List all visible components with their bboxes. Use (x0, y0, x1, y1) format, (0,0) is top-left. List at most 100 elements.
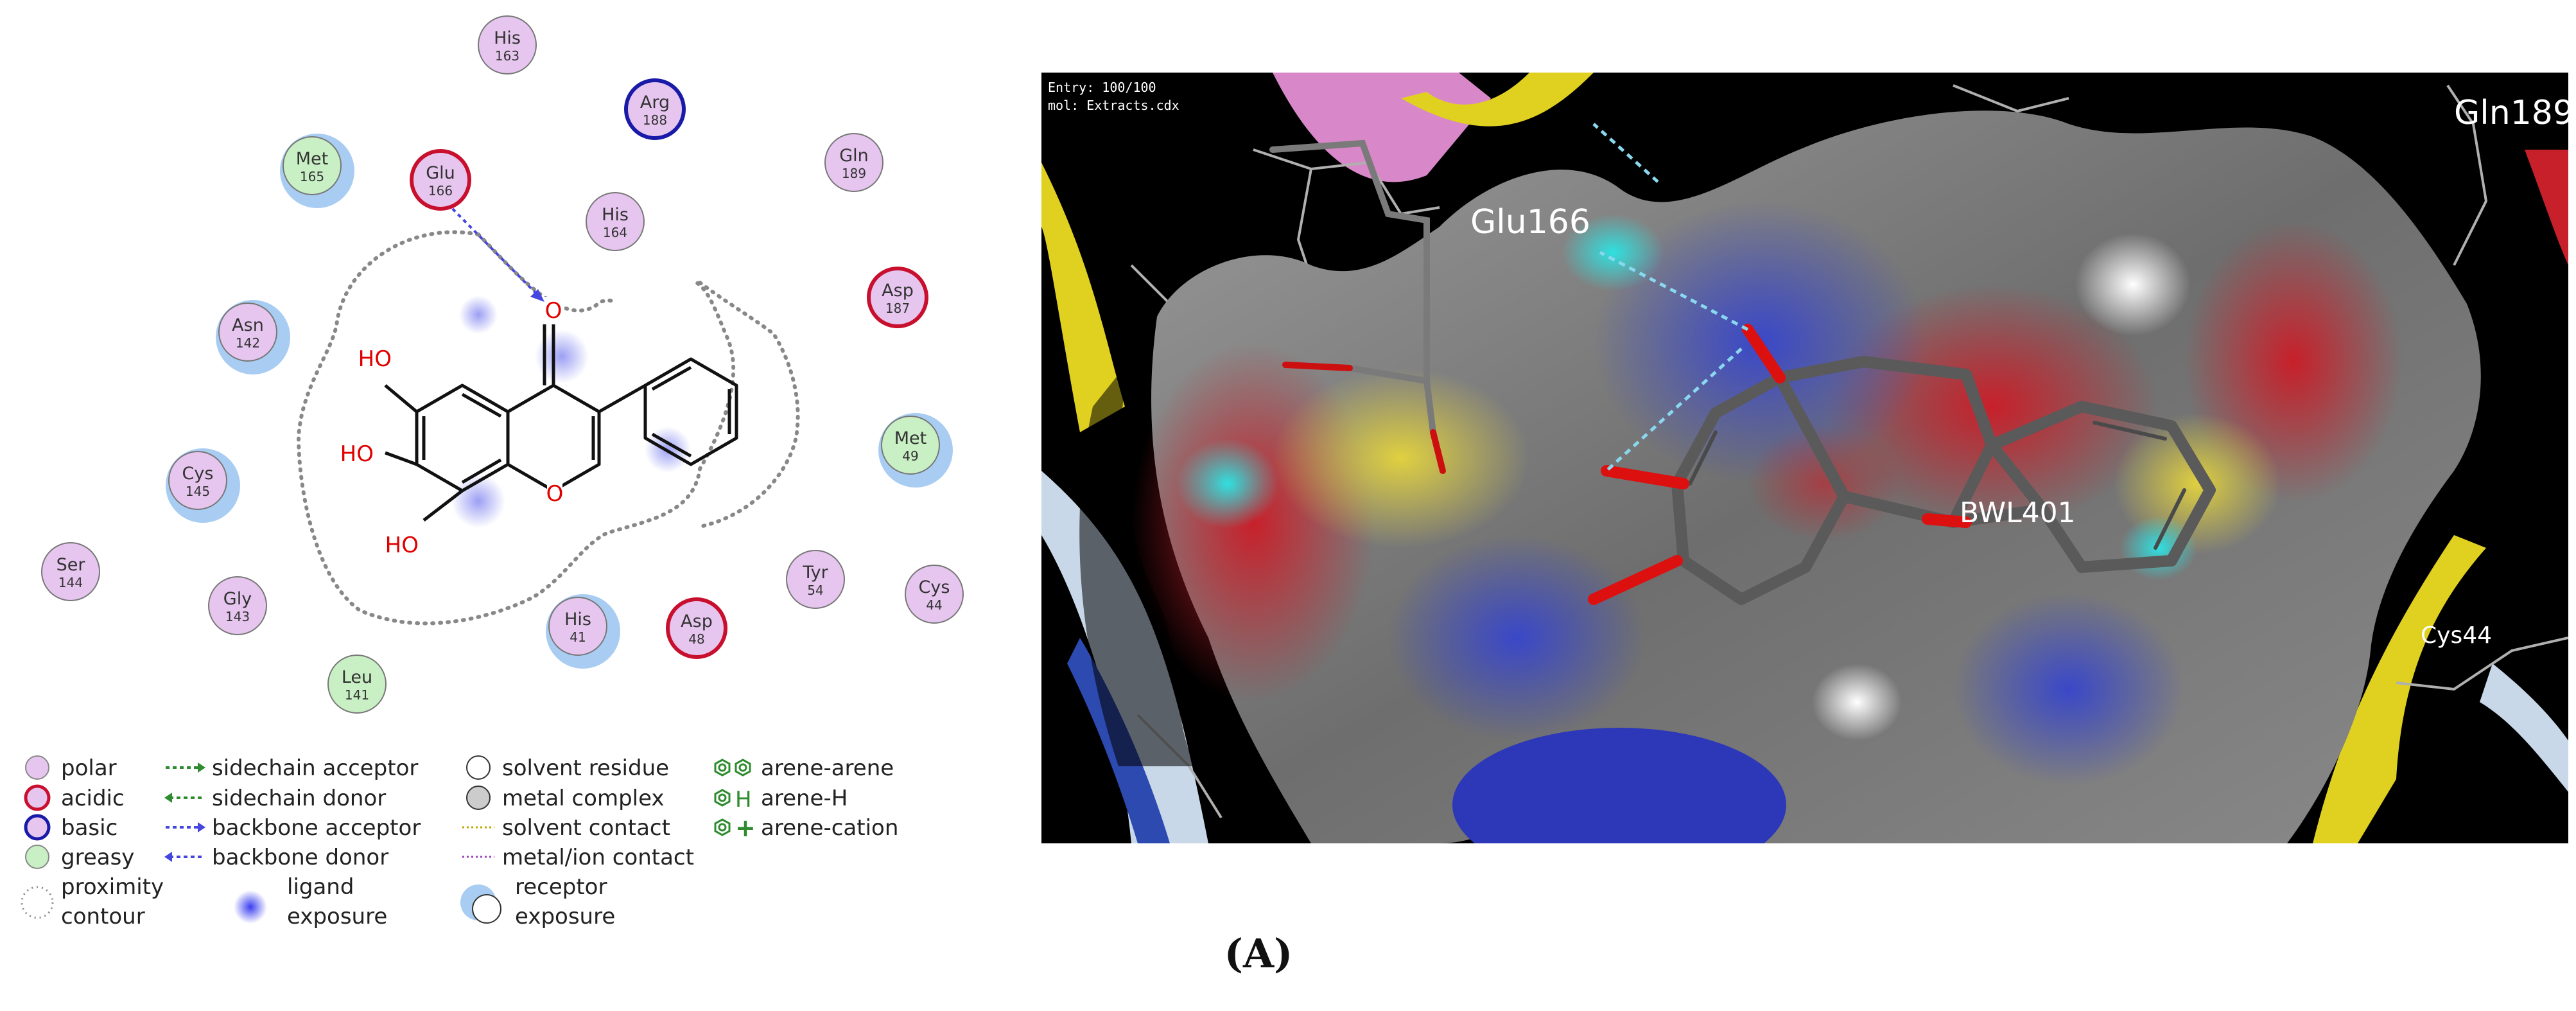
residue-disk (168, 451, 227, 510)
residue-number: 41 (570, 629, 586, 645)
hydrogen-bonds (1592, 123, 1749, 472)
residue-number: 142 (236, 335, 260, 351)
svg-text:H: H (735, 787, 752, 813)
residue-disk (867, 267, 928, 328)
legend-proximity: proximity (61, 874, 164, 900)
residue-name: His (564, 610, 591, 629)
residue-name: Gln (839, 146, 869, 166)
residue-name: His (494, 28, 521, 48)
backbone-acceptor-interaction (440, 197, 544, 302)
residue-disk (283, 136, 342, 195)
legend-proximity-swatch (21, 886, 54, 919)
residue-name: Arg (640, 92, 670, 112)
legend-solvent-residue: solvent residue (502, 755, 669, 781)
docking-3d-view: Entry: 100/100 mol: Extracts.cdx Glu166 … (1041, 73, 2568, 843)
residue-number: 49 (902, 448, 918, 464)
residue-disk (786, 550, 845, 609)
residue-number: 187 (885, 301, 910, 316)
glu166-sidechain (1269, 139, 1446, 474)
residue-name: Leu (342, 667, 372, 687)
legend-ligand: ligand (287, 874, 354, 900)
entry-info: Entry: 100/100 (1048, 80, 1156, 95)
residue-number: 144 (58, 575, 83, 590)
legend-metal-complex: metal complex (502, 786, 665, 811)
legend-acidic: acidic (61, 786, 125, 811)
legend-backbone-donor: backbone donor (212, 845, 388, 870)
legend-ligand-exposure: exposure (287, 904, 387, 929)
ligand-atom-labels: O HO HO HO O (340, 297, 564, 558)
molecular-surface (1079, 110, 2481, 843)
legend-arene-arene: arene-arene (761, 755, 894, 781)
legend-greasy: greasy (61, 845, 134, 870)
hydroxyl-label-2: HO (340, 441, 374, 467)
residue-cys-44: Cys44 (905, 565, 964, 624)
residue-disk (881, 416, 940, 475)
residue-disk (41, 542, 100, 601)
legend-metal-ion-contact: metal/ion contact (502, 845, 694, 870)
residue-number: 44 (926, 597, 942, 613)
proximity-contour (296, 230, 800, 626)
residue-name: Tyr (802, 563, 828, 583)
legend-metal-complex-swatch (466, 786, 491, 810)
mol-info: mol: Extracts.cdx (1048, 98, 1179, 113)
residue-disk (824, 133, 883, 192)
residue-name: Asp (681, 611, 713, 631)
label-glu166: Glu166 (1470, 203, 1590, 242)
residue-name: Ser (57, 555, 86, 575)
label-bwl401: BWL401 (1960, 497, 2076, 529)
residue-disk (218, 303, 277, 362)
legend-contour: contour (61, 904, 145, 929)
residue-disk (478, 15, 537, 75)
residue-number: 165 (300, 169, 324, 184)
residue-disk (586, 192, 645, 251)
legend-arene-h: arene-H (761, 786, 848, 811)
ring-oxygen-label: O (546, 481, 564, 507)
legend-greasy-swatch (25, 845, 49, 869)
residue-number: 143 (225, 609, 250, 624)
label-gln189: Gln189 (2454, 94, 2568, 132)
ligand-structure (384, 324, 738, 522)
residue-number: 163 (495, 48, 519, 64)
legend-sidechain-donor: sidechain donor (212, 786, 386, 811)
residue-disk (624, 78, 686, 140)
legend-basic-swatch (24, 814, 51, 841)
ligand-3d (1588, 324, 2216, 605)
residue-name: Glu (426, 163, 455, 183)
residue-name: Asn (232, 315, 264, 335)
residue-glu-166: Glu166 (410, 149, 471, 211)
svg-text:+: + (735, 814, 756, 842)
hydroxyl-label-1: HO (358, 346, 392, 372)
residue-disk (410, 149, 471, 211)
legend: polar acidic basic greasy proximity cont… (21, 755, 898, 929)
residue-number: 145 (186, 484, 210, 499)
residue-number: 54 (807, 583, 823, 598)
residue-number: 141 (345, 687, 369, 703)
residue-disk (327, 655, 387, 714)
legend-sidechain-acceptor: sidechain acceptor (212, 755, 418, 781)
residue-name: Asp (882, 281, 914, 301)
legend-receptor-exposure: exposure (515, 904, 615, 929)
residue-disk (666, 597, 727, 659)
residue-name: His (602, 205, 629, 225)
residue-number: 164 (603, 225, 627, 240)
hydroxyl-label-3: HO (385, 532, 419, 558)
residue-gln-189: Gln189 (824, 133, 883, 192)
legend-basic: basic (61, 815, 117, 841)
legend-backbone-acceptor: backbone acceptor (212, 815, 421, 841)
label-cys44: Cys44 (2421, 622, 2492, 649)
residue-name: Met (894, 428, 927, 448)
